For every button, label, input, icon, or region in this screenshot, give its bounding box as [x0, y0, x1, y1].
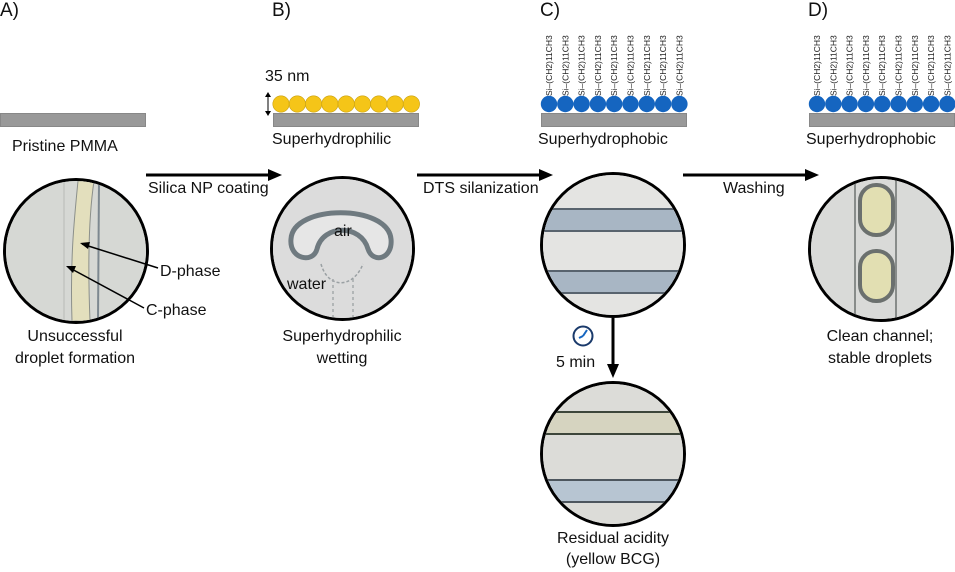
silica-nanoparticle-layer: [272, 95, 420, 113]
silica-nanoparticle: [305, 95, 323, 113]
step-arrow-2: [417, 169, 553, 181]
silane-chain-label: Si–(CH2)11CH3: [609, 35, 619, 96]
micrograph-c-image: [543, 175, 683, 315]
silica-nanoparticle: [321, 95, 339, 113]
silane-monolayer-c: Si–(CH2)11CH3 Si–(CH2)11CH3 Si–(CH2)11CH3 S…: [540, 35, 688, 113]
substrate-d: [809, 113, 955, 127]
micrograph-c: [540, 172, 686, 318]
substrate-b: [273, 113, 419, 127]
silane-head-group: [557, 95, 574, 113]
caption-a-line1: Unsuccessful: [27, 328, 123, 345]
micrograph-a: [3, 178, 149, 324]
silica-nanoparticle: [386, 95, 404, 113]
surface-label-b: Superhydrophilic: [272, 131, 392, 148]
silica-nanoparticle: [370, 95, 388, 113]
annotation-c-phase: C-phase: [146, 302, 207, 319]
micrograph-b: [270, 176, 415, 321]
caption-d-line2: stable droplets: [827, 350, 933, 367]
step-arrow-3: [683, 169, 819, 181]
step-label-1: Silica NP coating: [148, 180, 269, 197]
thickness-arrow-icon: [265, 92, 271, 116]
micrograph-d-image: [811, 179, 951, 319]
substrate-c: [541, 113, 687, 127]
micrograph-a-image: [6, 181, 146, 321]
silane-chain-label: Si–(CH2)11CH3: [544, 35, 554, 96]
coating-thickness-label: 35 nm: [265, 68, 310, 85]
panel-label-d: D): [808, 0, 829, 21]
silane-chain-label: Si–(CH2)11CH3: [926, 35, 936, 96]
silane-head-group: [540, 95, 558, 113]
silane-head-group: [874, 95, 891, 113]
silica-nanoparticle: [288, 95, 306, 113]
pmma-substrate: [0, 113, 146, 127]
annotation-water: water: [287, 276, 327, 293]
silane-head-group: [922, 95, 940, 113]
micrograph-b-image: [273, 179, 412, 318]
silane-chain-label: Si–(CH2)11CH3: [658, 35, 668, 96]
down-arrow: [607, 318, 619, 378]
silane-chain-label: Si–(CH2)11CH3: [877, 35, 887, 96]
silane-head-group: [671, 95, 688, 113]
silane-head-group: [825, 95, 842, 113]
silane-head-group: [857, 95, 875, 113]
step-label-2: DTS silanization: [423, 180, 539, 197]
silica-nanoparticle: [272, 95, 290, 113]
micrograph-d: [808, 176, 954, 322]
silane-head-group: [890, 95, 907, 113]
silane-chain-label: Si–(CH2)11CH3: [942, 35, 952, 96]
silane-head-group: [841, 95, 858, 113]
silane-chain-label: Si–(CH2)11CH3: [626, 35, 636, 96]
caption-d-line1: Clean channel;: [826, 328, 934, 345]
silane-head-group: [606, 95, 623, 113]
silane-chain-label: Si–(CH2)11CH3: [861, 35, 871, 96]
silica-nanoparticle: [337, 95, 355, 113]
silane-head-group: [906, 95, 923, 113]
silane-chain-label: Si–(CH2)11CH3: [894, 35, 904, 96]
caption-b-line1: Superhydrophilic: [282, 328, 402, 345]
silane-chain-label: Si–(CH2)11CH3: [910, 35, 920, 96]
silane-chain-label: Si–(CH2)11CH3: [560, 35, 570, 96]
panel-label-b: B): [272, 0, 291, 21]
caption-c-line2: (yellow BCG): [565, 551, 661, 568]
caption-a-line2: droplet formation: [14, 350, 136, 367]
silane-monolayer-d: Si–(CH2)11CH3 Si–(CH2)11CH3 Si–(CH2)11CH3 S…: [808, 35, 955, 113]
panel-label-a: A): [0, 0, 19, 21]
annotation-arrows-a: [66, 242, 159, 309]
caption-b-line2: wetting: [316, 350, 368, 367]
step-arrow-1: [146, 169, 282, 181]
surface-label-d: Superhydrophobic: [806, 131, 936, 148]
silane-chain-label: Si–(CH2)11CH3: [845, 35, 855, 96]
caption-c-line1: Residual acidity: [556, 530, 670, 547]
silane-head-group: [622, 95, 639, 113]
annotation-d-phase: D-phase: [160, 263, 221, 280]
annotation-air: air: [334, 223, 352, 240]
silane-head-group: [939, 95, 955, 113]
silica-nanoparticle: [402, 95, 420, 113]
surface-label-c: Superhydrophobic: [538, 131, 668, 148]
silica-nanoparticle: [354, 95, 372, 113]
silane-chain-label: Si–(CH2)11CH3: [828, 35, 838, 96]
clock-icon: [572, 325, 594, 347]
silane-chain-label: Si–(CH2)11CH3: [812, 35, 822, 96]
silane-chain-label: Si–(CH2)11CH3: [593, 35, 603, 96]
panel-label-c: C): [540, 0, 561, 21]
time-label: 5 min: [556, 354, 596, 371]
silane-chain-label: Si–(CH2)11CH3: [577, 35, 587, 96]
silane-head-group: [573, 95, 590, 113]
surface-label-a: Pristine PMMA: [12, 138, 118, 155]
silane-chain-label: Si–(CH2)11CH3: [642, 35, 652, 96]
silane-head-group: [589, 95, 607, 113]
silane-chain-label: Si–(CH2)11CH3: [674, 35, 684, 96]
silane-head-group: [654, 95, 672, 113]
step-label-3: Washing: [723, 180, 785, 197]
silane-head-group: [638, 95, 655, 113]
micrograph-c-residual-image: [543, 384, 683, 524]
micrograph-c-residual: [540, 381, 686, 527]
silane-head-group: [808, 95, 826, 113]
